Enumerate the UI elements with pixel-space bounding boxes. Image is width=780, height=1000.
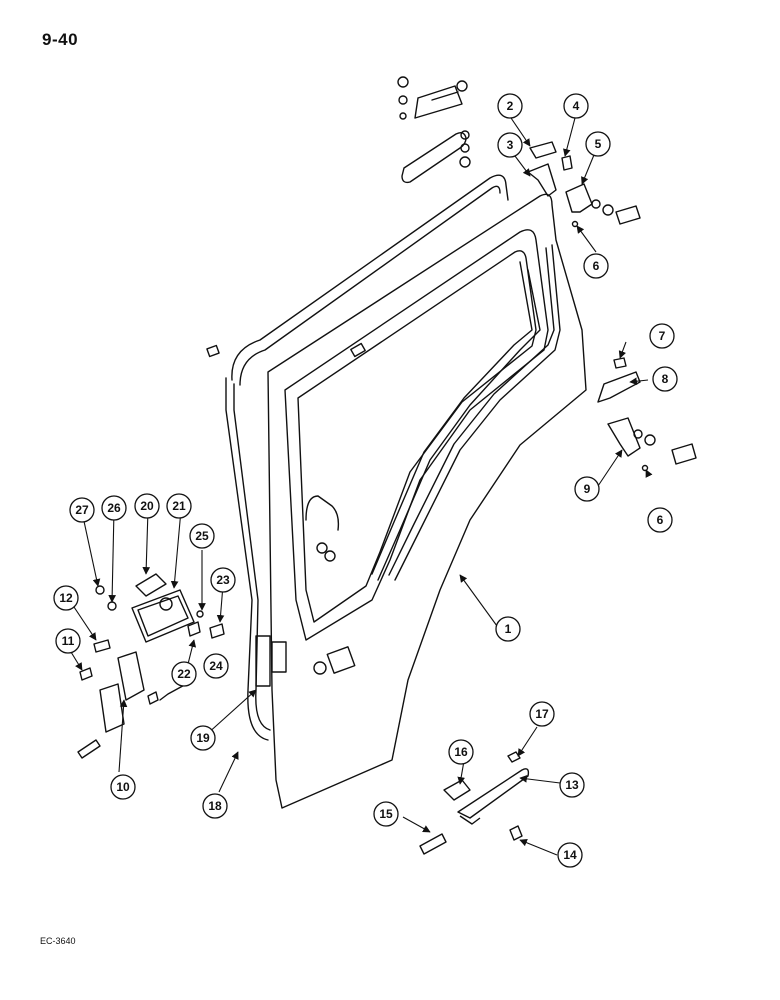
outside-handle	[457, 768, 530, 819]
callout-label: 6	[657, 513, 664, 527]
callout-label: 6	[593, 259, 600, 273]
callout-4: 4	[563, 93, 589, 119]
callout-1: 1	[495, 616, 521, 642]
callout-23: 23	[210, 567, 236, 593]
callout-label: 9	[584, 482, 591, 496]
callout-18: 18	[202, 793, 228, 819]
callout-3: 3	[497, 132, 523, 158]
callout-label: 10	[116, 780, 130, 794]
callout-label: 24	[209, 659, 223, 673]
callout-6-lower: 6	[647, 507, 673, 533]
door-seal	[225, 174, 509, 741]
callout-label: 21	[172, 499, 186, 513]
callout-21: 21	[166, 493, 192, 519]
callout-label: 20	[140, 499, 154, 513]
callout-20: 20	[134, 493, 160, 519]
callout-label: 7	[659, 329, 666, 343]
callout-17: 17	[529, 701, 555, 727]
callout-7: 7	[649, 323, 675, 349]
callout-6-upper: 6	[583, 253, 609, 279]
callout-label: 27	[75, 503, 89, 517]
callout-16: 16	[448, 739, 474, 765]
callout-label: 4	[573, 99, 580, 113]
callout-10: 10	[110, 774, 136, 800]
callout-22: 22	[171, 661, 197, 687]
callout-19: 19	[190, 725, 216, 751]
callout-label: 17	[535, 707, 549, 721]
callout-label: 18	[208, 799, 222, 813]
latch-plate	[255, 635, 271, 687]
callout-24: 24	[203, 653, 229, 679]
callout-15: 15	[373, 801, 399, 827]
callout-26: 26	[101, 495, 127, 521]
callout-label: 23	[216, 573, 230, 587]
callout-label: 1	[505, 622, 512, 636]
hinge-pin	[529, 141, 557, 159]
handle-escutcheon	[443, 779, 471, 801]
figure-code: EC-3640	[40, 936, 76, 946]
callout-label: 19	[196, 731, 210, 745]
page-number: 9-40	[42, 30, 79, 49]
callout-14: 14	[557, 842, 583, 868]
callout-11: 11	[55, 628, 81, 654]
callout-label: 26	[107, 501, 121, 515]
check-strap	[401, 131, 467, 184]
window-frame	[284, 229, 549, 641]
callout-9: 9	[574, 476, 600, 502]
callout-label: 13	[565, 778, 579, 792]
callout-27: 27	[69, 497, 95, 523]
hinge-pin-lower	[613, 357, 627, 369]
door-latch	[117, 651, 145, 701]
gas-strut	[414, 85, 463, 119]
callout-label: 3	[507, 138, 514, 152]
inside-lock-plate	[131, 589, 195, 643]
callout-8: 8	[652, 366, 678, 392]
upper-hinge-leaf	[527, 163, 557, 197]
callout-label: 14	[563, 848, 577, 862]
handle-screw	[419, 833, 447, 855]
lower-hinge-bracket	[607, 417, 641, 457]
callout-label: 8	[662, 372, 669, 386]
callout-label: 11	[62, 634, 75, 648]
interior-handle	[305, 495, 340, 531]
callout-13: 13	[559, 772, 585, 798]
window-glass	[297, 250, 537, 623]
callout-label: 5	[595, 137, 602, 151]
callout-5: 5	[585, 131, 611, 157]
callout-label: 12	[59, 591, 73, 605]
lower-hinge-leaf	[597, 371, 641, 403]
upper-hinge-bracket	[565, 183, 593, 213]
door-seal-inner	[233, 185, 501, 731]
inside-lock-bracket	[135, 573, 167, 597]
callout-label: 2	[507, 99, 514, 113]
callout-12: 12	[53, 585, 79, 611]
callout-label: 15	[379, 807, 393, 821]
callout-label: 22	[177, 667, 191, 681]
callout-2: 2	[497, 93, 523, 119]
callout-25: 25	[189, 523, 215, 549]
callout-label: 25	[195, 529, 209, 543]
callout-label: 16	[454, 745, 468, 759]
